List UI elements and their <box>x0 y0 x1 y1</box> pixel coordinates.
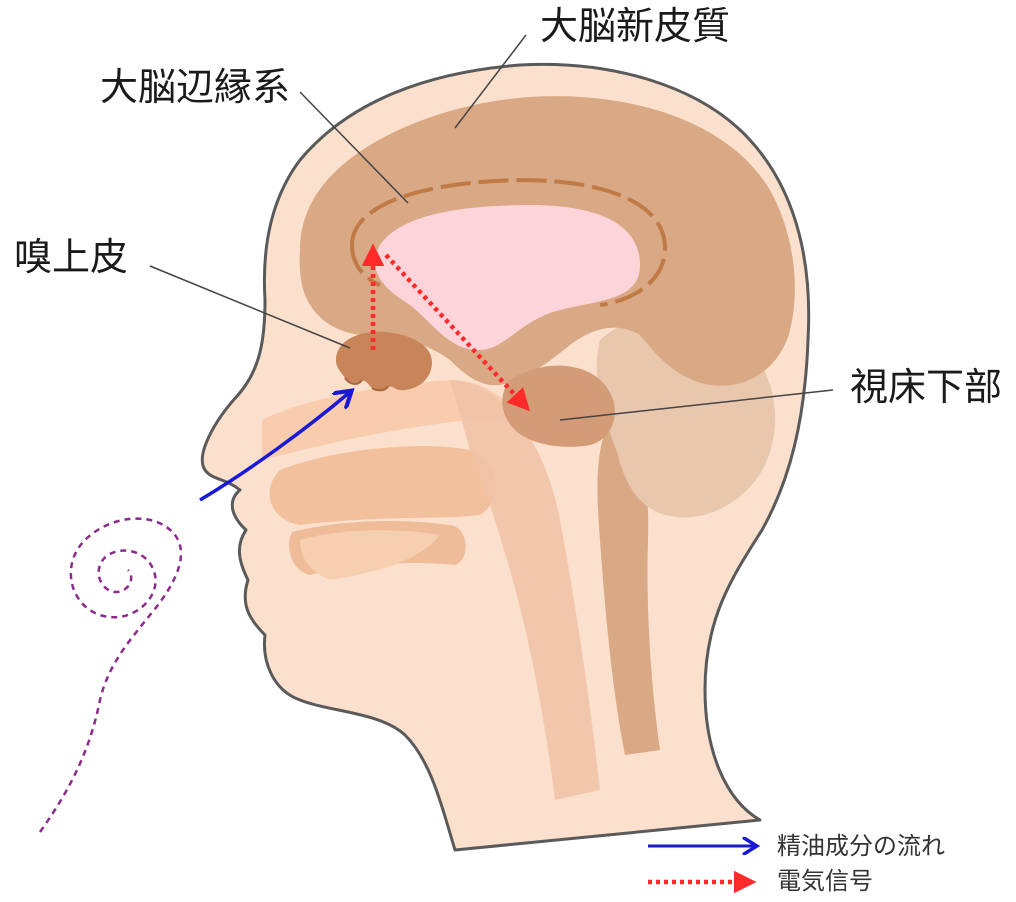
label-neocortex: 大脳新皮質 <box>540 7 730 45</box>
legend-label-electric-signal: 電気信号 <box>777 869 873 893</box>
label-olfactory-epithelium: 嗅上皮 <box>14 238 128 276</box>
label-limbic-system: 大脳辺縁系 <box>100 68 290 106</box>
legend-label-oil-flow: 精油成分の流れ <box>777 834 945 858</box>
scent-spiral <box>40 519 181 832</box>
label-hypothalamus: 視床下部 <box>850 368 1002 406</box>
